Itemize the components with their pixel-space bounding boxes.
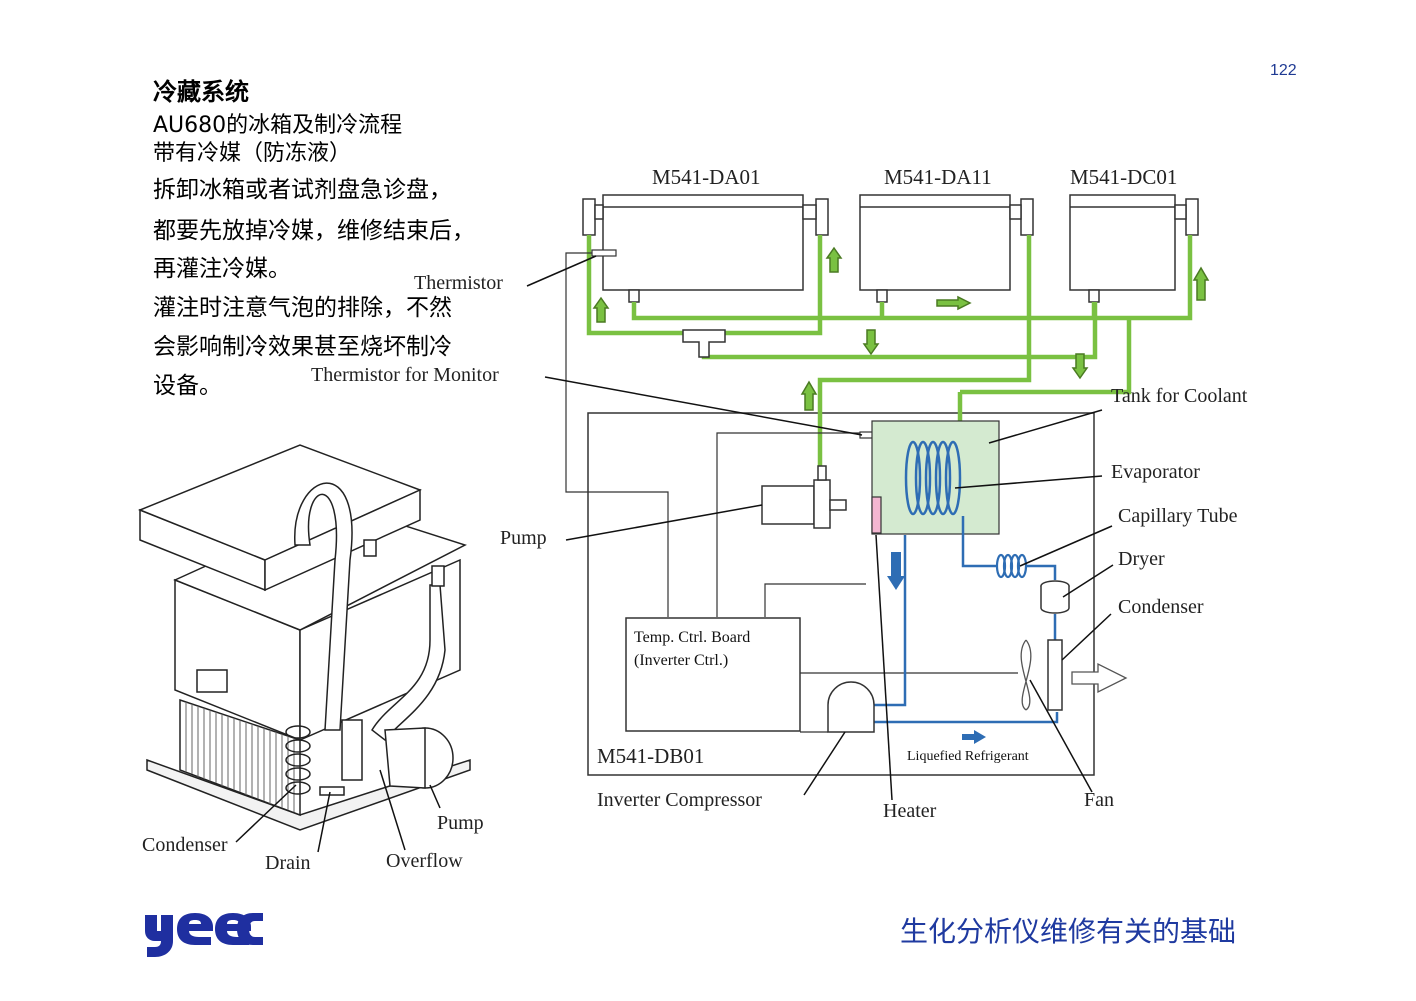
coolant-flow-arrows (592, 246, 1210, 411)
condenser-unit (1047, 639, 1063, 711)
label-thermistor: Thermistor (414, 272, 503, 294)
illustration-leader-lines (235, 769, 441, 853)
unit-label-db01: M541-DB01 (597, 744, 705, 768)
label-condenser: Condenser (1118, 596, 1204, 618)
refrigerant-lines (874, 516, 1059, 724)
label-tank: Tank for Coolant (1111, 385, 1248, 407)
body-line-2: 都要先放掉冷媒，维修结束后， (153, 218, 475, 244)
db01-enclosure (587, 412, 1095, 776)
label-dryer: Dryer (1118, 548, 1165, 570)
t-junction (682, 329, 726, 358)
unit-da11 (859, 194, 1034, 303)
board-label-line2: (Inverter Ctrl.) (634, 652, 729, 669)
heater-element (871, 496, 882, 534)
label-liquefied: Liquefied Refrigerant (907, 749, 1029, 764)
body-line-6: 设备。 (153, 373, 222, 399)
refrigerant-arrow-down (887, 552, 905, 590)
fan-blade (1020, 639, 1032, 711)
unit-label-dc01: M541-DC01 (1070, 165, 1178, 189)
illus-label-condenser: Condenser (142, 834, 228, 856)
board-label-line1: Temp. Ctrl. Board (634, 629, 751, 646)
unit-label-da01: M541-DA01 (652, 165, 761, 189)
unit-label-da11: M541-DA11 (884, 165, 992, 189)
body-line-5: 会影响制冷效果甚至烧坏制冷 (153, 334, 452, 360)
body-line-3: 再灌注冷媒。 (153, 256, 291, 282)
label-evaporator: Evaporator (1111, 461, 1200, 483)
label-compressor: Inverter Compressor (597, 789, 762, 811)
signal-wires (565, 252, 1018, 733)
subtitle-line-2: 带有冷媒（防冻液） (153, 141, 352, 166)
thermistor-probe (591, 249, 617, 257)
body-line-1: 拆卸冰箱或者试剂盘急诊盘， (153, 177, 452, 203)
pump-unit (761, 465, 847, 529)
capillary-coil (995, 553, 1028, 579)
refrigerant-arrow-right (962, 730, 986, 744)
leader-lines (526, 255, 1114, 801)
yeec-logo-icon (145, 913, 263, 957)
label-capillary: Capillary Tube (1118, 505, 1238, 527)
temp-ctrl-board (625, 617, 801, 732)
airflow-arrow (1071, 662, 1128, 694)
unit-da01 (582, 194, 829, 303)
page-number: 122 (1270, 62, 1297, 79)
footer-caption: 生化分析仪维修有关的基础 (900, 915, 1237, 948)
body-line-4: 灌注时注意气泡的排除，不然 (153, 295, 452, 321)
unit-dc01 (1069, 194, 1199, 303)
label-pump: Pump (500, 527, 547, 549)
dryer-unit (1040, 580, 1070, 614)
illus-label-pump: Pump (437, 812, 484, 834)
evaporator-coil (904, 440, 962, 516)
compressor-unit (827, 681, 875, 733)
section-heading: 冷藏系统 (153, 78, 249, 106)
illus-label-overflow: Overflow (386, 850, 463, 872)
label-heater: Heater (883, 800, 937, 822)
label-fan: Fan (1084, 789, 1114, 811)
illus-label-drain: Drain (265, 852, 311, 874)
label-thermistor-monitor: Thermistor for Monitor (311, 364, 499, 386)
subtitle-line-1: AU680的冰箱及制冷流程 (153, 113, 403, 138)
